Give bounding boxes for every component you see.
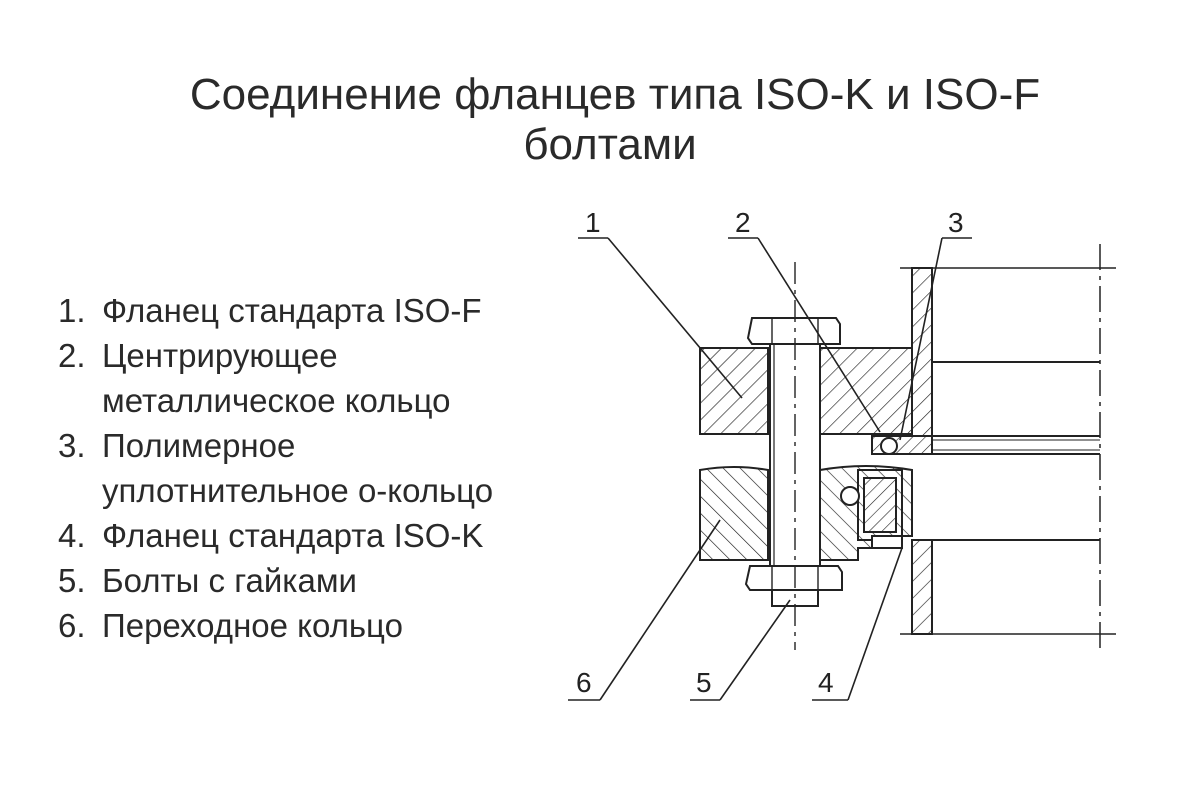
title-line-1: Соединение фланцев типа ISO-K и ISO-F (189, 70, 1041, 119)
title-line-2: болтами (523, 120, 697, 169)
legend-item-2-continued: металлическое кольцо (58, 378, 618, 423)
legend-number: 6. (58, 607, 86, 644)
polymer-o-ring (840, 437, 898, 506)
adapter-ring (699, 466, 769, 561)
legend-text: Фланец стандарта ISO-F (102, 292, 482, 329)
legend-item-1: 1. Фланец стандарта ISO-F (58, 288, 618, 333)
legend-text: Полимерное (102, 427, 296, 464)
legend-number: 3. (58, 427, 86, 464)
diagram-title: Соединение фланцев типа ISO-K и ISO-F бо… (0, 70, 1200, 170)
tube-wall (911, 267, 933, 437)
callout-1: 1 (585, 207, 601, 238)
legend-number: 5. (58, 562, 86, 599)
callout-4: 4 (818, 667, 834, 698)
legend-text: Фланец стандарта ISO-K (102, 517, 484, 554)
legend-number: 4. (58, 517, 86, 554)
legend-text: уплотнительное о-кольцо (102, 472, 494, 509)
legend-item-3-continued: уплотнительное о-кольцо (58, 468, 618, 513)
bolt-with-nut (744, 262, 843, 650)
legend-text: Центрирующее (102, 337, 338, 374)
callout-5: 5 (696, 667, 712, 698)
legend-number: 2. (58, 337, 86, 374)
legend-text: металлическое кольцо (102, 382, 451, 419)
centering-metal-ring (857, 435, 933, 549)
legend-item-2: 2. Центрирующее (58, 333, 618, 378)
callout-2: 2 (735, 207, 751, 238)
legend-item-6: 6. Переходное кольцо (58, 603, 618, 648)
legend-number: 1. (58, 292, 86, 329)
legend-item-3: 3. Полимерное (58, 423, 618, 468)
callout-leaders (568, 237, 972, 701)
legend-item-5: 5. Болты с гайками (58, 558, 618, 603)
callout-3: 3 (948, 207, 964, 238)
legend-text: Переходное кольцо (102, 607, 403, 644)
legend-text: Болты с гайками (102, 562, 357, 599)
callout-6: 6 (576, 667, 592, 698)
parts-legend: 1.Фланец стандарта ISO-F 2.Центрирующее … (58, 288, 618, 648)
legend-item-4: 4. Фланец стандарта ISO-K (58, 513, 618, 558)
